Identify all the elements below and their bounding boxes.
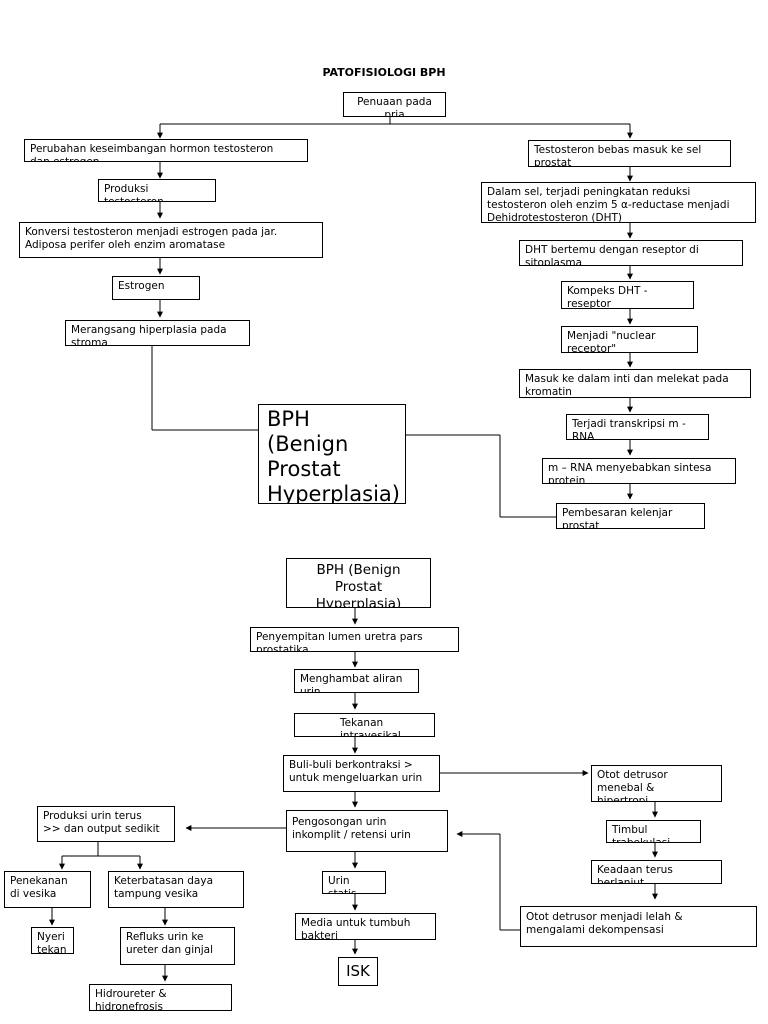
- pengosongan-urin-box: Pengosongan urin inkomplit / retensi uri…: [286, 810, 448, 852]
- penuaan-pria-box: Penuaan pada pria: [343, 92, 446, 117]
- keadaan-berlanjut-box: Keadaan terus berlanjut: [591, 860, 722, 884]
- estrogen-label: Estrogen: [118, 280, 165, 292]
- masuk-inti-box: Masuk ke dalam inti dan melekat pada kro…: [519, 369, 751, 398]
- refluks-urin-box: Refluks urin ke ureter dan ginjal: [120, 927, 235, 965]
- dht-reseptor-box: DHT bertemu dengan reseptor di sitoplasm…: [519, 240, 743, 266]
- dalam-sel-box: Dalam sel, terjadi peningkatan reduksi t…: [481, 182, 756, 223]
- diagram-title: PATOFISIOLOGI BPH: [322, 66, 446, 79]
- transkripsi-mrna-box: Terjadi transkripsi m - RNA: [566, 414, 709, 440]
- perubahan-hormon-box: Perubahan keseimbangan hormon testostero…: [24, 139, 308, 162]
- bph-big-box: BPH (Benign Prostat Hyperplasia): [258, 404, 406, 504]
- media-bakteri-box: Media untuk tumbuh bakteri: [295, 913, 436, 940]
- konversi-testosteron-box: Konversi testosteron menjadi estrogen pa…: [19, 222, 323, 258]
- bph-bottom-box: BPH (Benign Prostat Hyperplasia): [286, 558, 431, 608]
- isk-box: ISK: [338, 957, 378, 986]
- timbul-trabekulasi-box: Timbul trabekulasi: [606, 820, 701, 843]
- tekanan-box: Tekanan intravesikal: [294, 713, 435, 737]
- mrna-sintesa-box: m – RNA menyebabkan sintesa protein: [542, 458, 736, 484]
- pembesaran-kelenjar-box: Pembesaran kelenjar prostat: [556, 503, 705, 529]
- kompleks-dht-box: Kompeks DHT - reseptor: [561, 281, 694, 309]
- urin-statis-box: Urin statis: [322, 871, 386, 894]
- hidroureter-box: Hidroureter & hidronefrosis: [89, 984, 232, 1011]
- otot-lelah-box: Otot detrusor menjadi lelah & mengalami …: [520, 906, 757, 947]
- otot-menebal-box: Otot detrusor menebal & hipertropi: [591, 765, 722, 802]
- nyeri-tekan-box: Nyeri tekan: [31, 927, 74, 954]
- produksi-testosteron-box: Produksi testosteron: [98, 179, 216, 202]
- nuclear-receptor-box: Menjadi "nuclear receptor": [561, 326, 698, 353]
- estrogen-box: Estrogen: [112, 276, 200, 300]
- merangsang-hiperplasia-box: Merangsang hiperplasia pada stroma: [65, 320, 250, 346]
- testosteron-bebas-box: Testosteron bebas masuk ke sel prostat: [528, 140, 731, 167]
- keterbatasan-daya-box: Keterbatasan daya tampung vesika: [108, 871, 244, 908]
- menghambat-aliran-box: Menghambat aliran urin: [294, 669, 419, 693]
- penyempitan-lumen-box: Penyempitan lumen uretra pars prostatika: [250, 627, 459, 652]
- penekanan-vesika-box: Penekanan di vesika: [4, 871, 91, 908]
- produksi-urin-box: Produksi urin terus >> dan output sediki…: [37, 806, 175, 842]
- buli-berkontraksi-box: Buli-buli berkontraksi > untuk mengeluar…: [283, 755, 440, 792]
